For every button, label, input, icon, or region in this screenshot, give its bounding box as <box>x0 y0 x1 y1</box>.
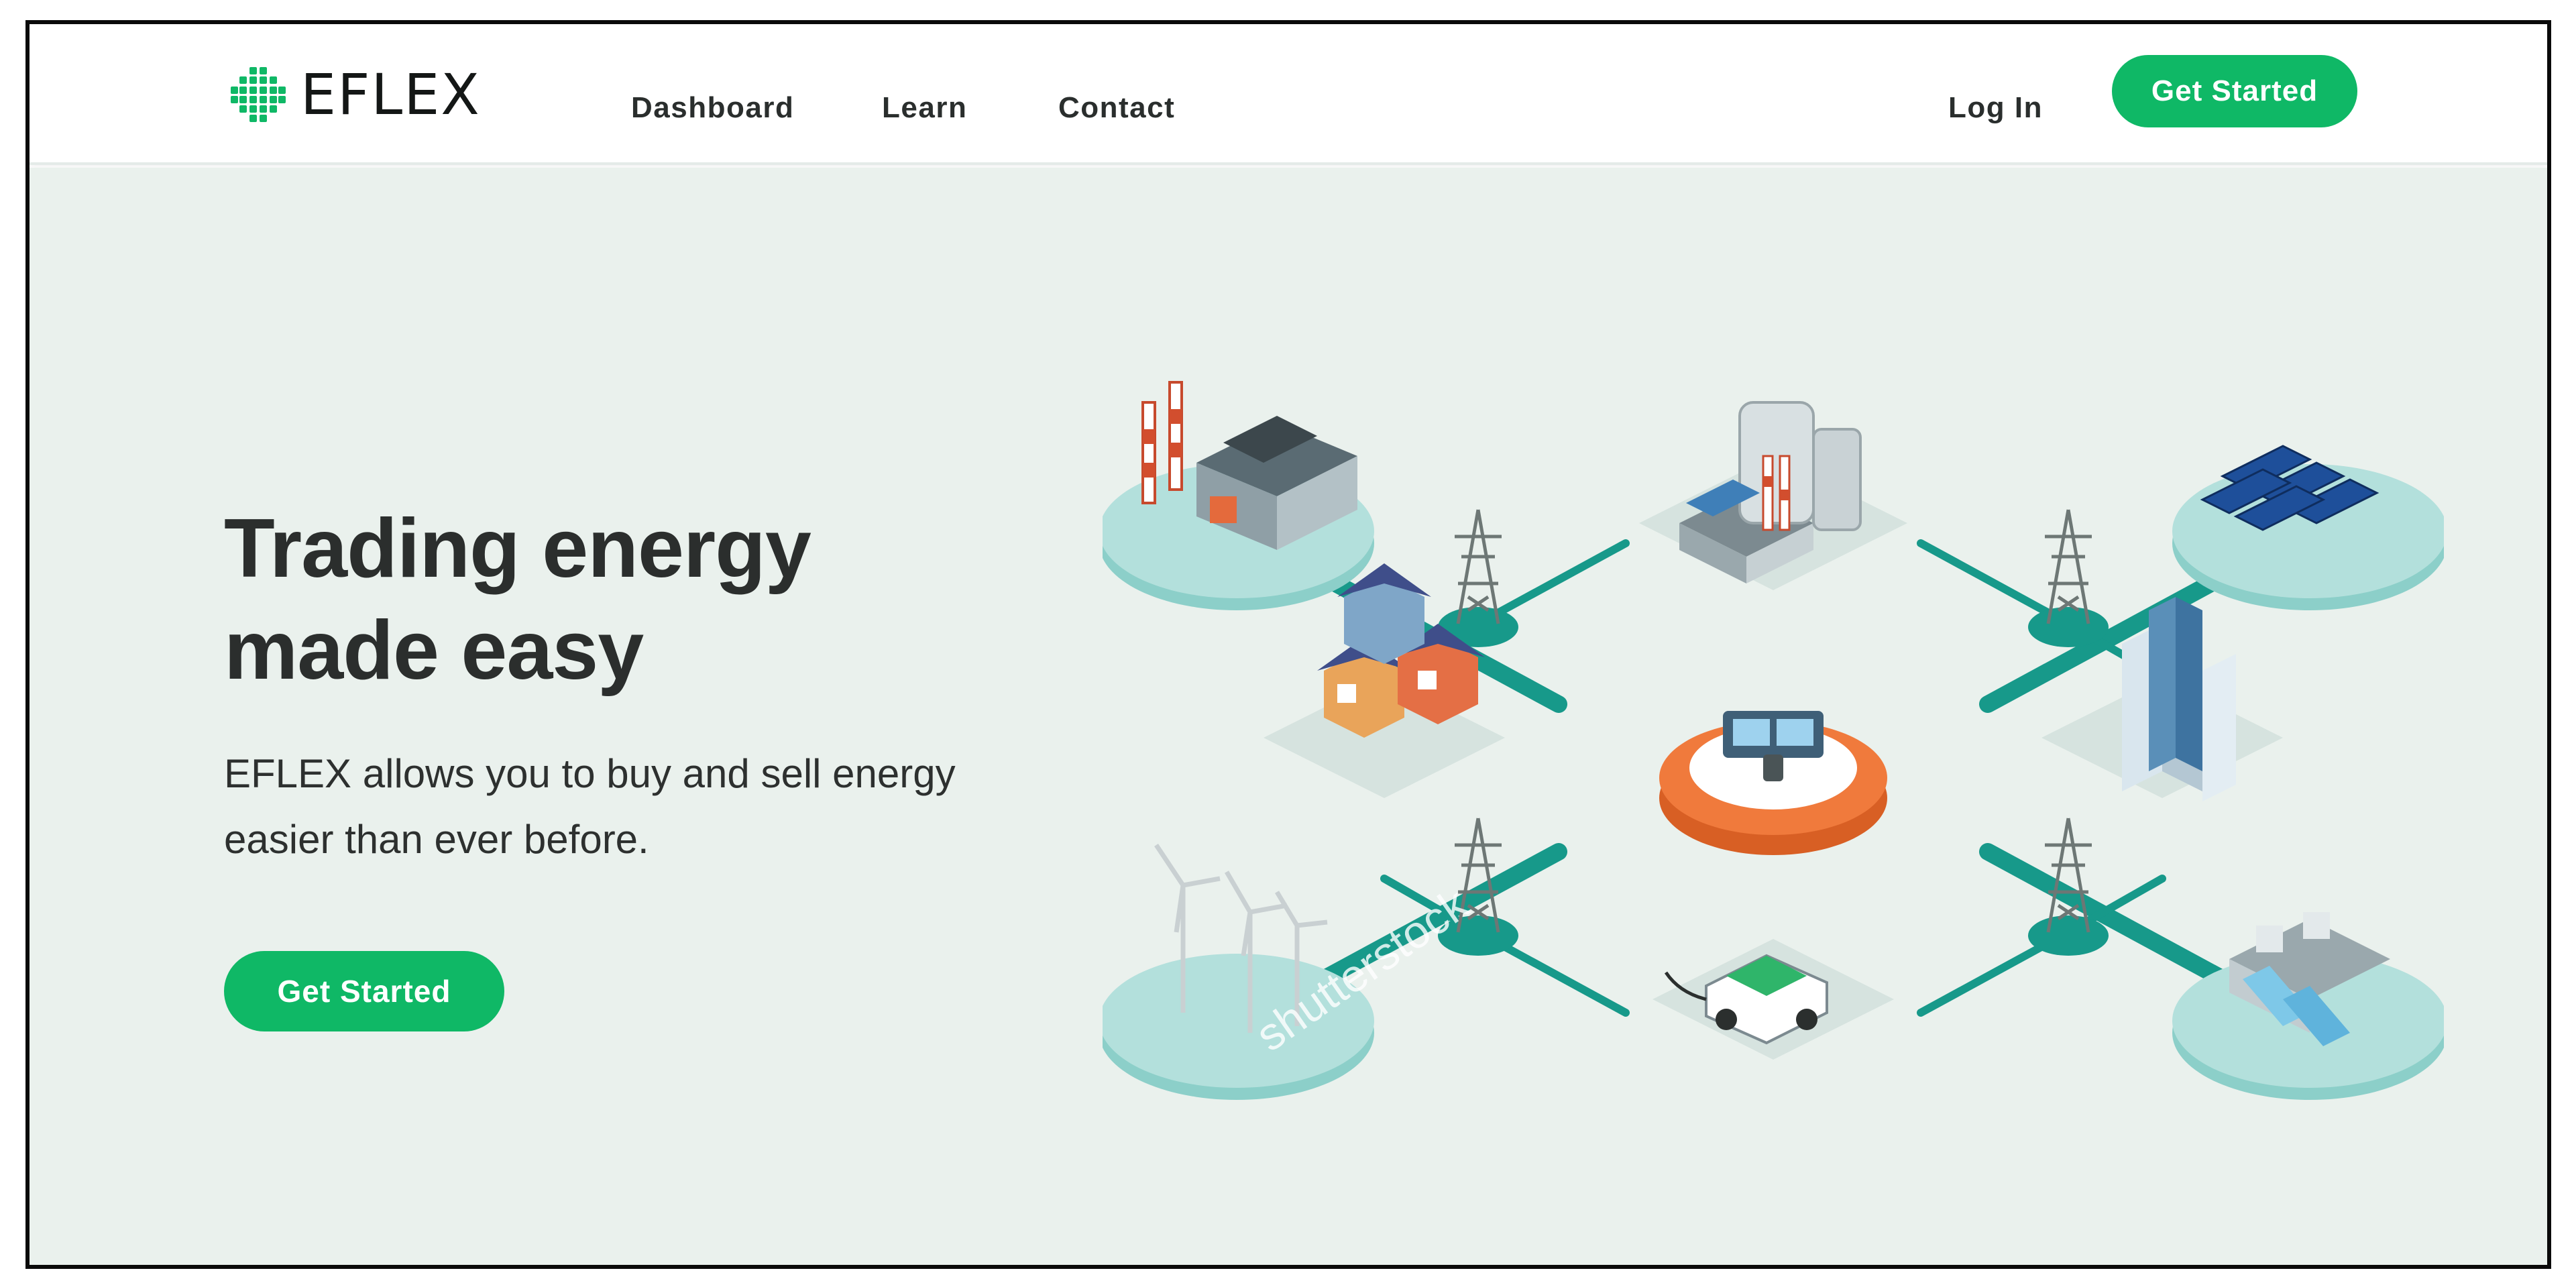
login-link[interactable]: Log In <box>1948 91 2043 124</box>
electric-car-icon <box>1664 954 1828 1045</box>
hydro-dam-icon <box>2229 912 2390 1046</box>
power-plant-icon <box>1679 401 1862 583</box>
nav-learn[interactable]: Learn <box>882 91 968 124</box>
logo-wordmark: EFLEX <box>300 62 481 127</box>
logo[interactable]: EFLEX <box>229 62 481 127</box>
browser-frame: EFLEX Dashboard Learn Contact Log In Get… <box>25 20 2551 1269</box>
factory-icon <box>1141 381 1357 550</box>
hero-section: Trading energy made easy EFLEX allows yo… <box>30 168 2547 1265</box>
office-building-icon <box>2122 597 2236 801</box>
control-center-icon <box>1659 711 1887 855</box>
logo-icon <box>231 67 286 122</box>
transmission-tower-icon <box>1455 509 2092 933</box>
hero-subtitle-line1: EFLEX allows you to buy and sell energy <box>224 751 956 796</box>
nav-contact[interactable]: Contact <box>1058 91 1176 124</box>
solar-panels-icon <box>2200 445 2379 531</box>
site-header: EFLEX Dashboard Learn Contact Log In Get… <box>30 24 2547 165</box>
energy-network-illustration: shutterstock <box>1103 381 2444 1100</box>
hero-subtitle-line2: easier than ever before. <box>224 817 649 862</box>
hero-get-started-button[interactable]: Get Started <box>224 951 504 1031</box>
header-get-started-button[interactable]: Get Started <box>2112 55 2357 127</box>
hero-title-line2: made easy <box>224 604 644 697</box>
hero-subtitle: EFLEX allows you to buy and sell energy … <box>224 741 1096 873</box>
nav-dashboard[interactable]: Dashboard <box>631 91 795 124</box>
hero-title: Trading energy made easy <box>224 498 1096 702</box>
wind-turbines-icon <box>1154 844 1328 1033</box>
houses-icon <box>1317 563 1485 738</box>
hero-title-line1: Trading energy <box>224 502 811 595</box>
